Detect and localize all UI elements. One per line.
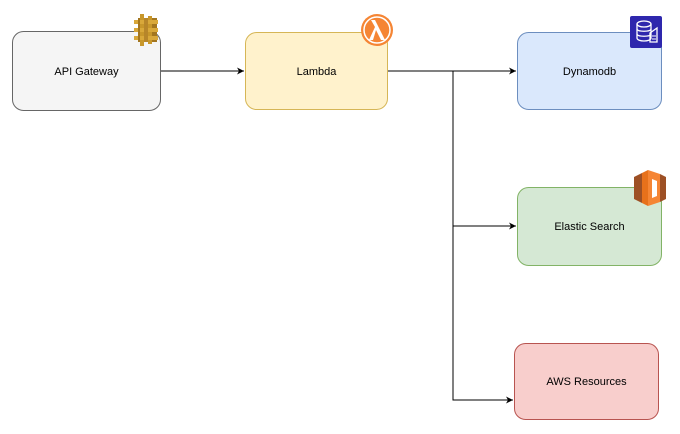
api-gateway-label: API Gateway	[54, 66, 119, 78]
dynamodb-label: Dynamodb	[563, 66, 616, 78]
dynamodb-box	[517, 32, 662, 110]
api-gateway-icon	[134, 14, 158, 46]
edges	[161, 67, 516, 404]
node-dynamodb[interactable]: Dynamodb	[517, 32, 662, 110]
api-gateway-box	[12, 31, 161, 111]
aws-resources-label: AWS Resources	[546, 376, 627, 388]
lambda-box	[245, 32, 388, 110]
elastic-search-label: Elastic Search	[554, 221, 624, 233]
node-elastic-search[interactable]: Elastic Search	[517, 187, 662, 266]
node-lambda[interactable]: Lambda	[245, 32, 388, 110]
lambda-icon	[361, 14, 393, 46]
dynamodb-icon	[630, 16, 662, 48]
edge-lambda-to-aws-resources	[388, 70, 513, 404]
node-api-gateway[interactable]: API Gateway	[12, 31, 161, 111]
aws-resources-box	[514, 343, 659, 420]
lambda-label: Lambda	[297, 66, 338, 78]
elastic-search-box	[517, 187, 662, 266]
edge-lambda-to-elastic-search	[388, 70, 516, 230]
node-aws-resources[interactable]: AWS Resources	[514, 343, 659, 420]
elasticsearch-icon	[634, 170, 666, 206]
